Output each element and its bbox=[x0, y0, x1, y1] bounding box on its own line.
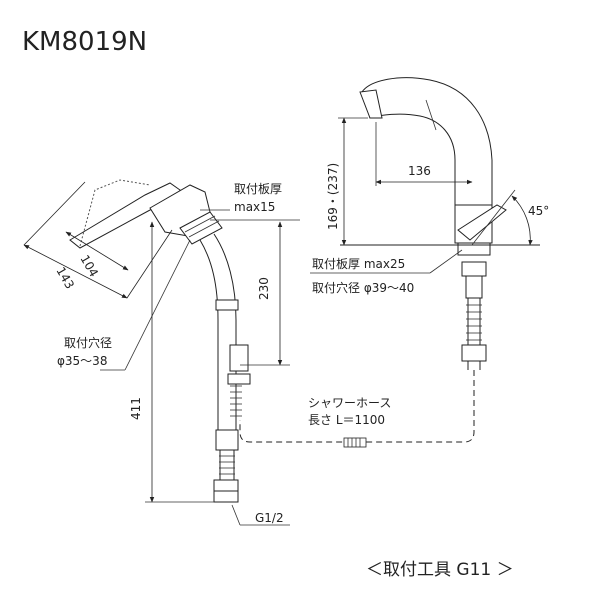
dim-104-label: 104 bbox=[77, 253, 101, 280]
dim-411-label: 411 bbox=[129, 397, 143, 420]
angle-label: 45° bbox=[528, 204, 549, 218]
lever-raised-outline bbox=[79, 179, 151, 247]
supply-pipe-right bbox=[213, 233, 237, 430]
left-hole-value: φ35～38 bbox=[57, 354, 107, 368]
pipe-fitting-3 bbox=[227, 373, 251, 385]
hose-connector-right bbox=[461, 344, 487, 362]
dim-143-label: 143 bbox=[53, 265, 77, 292]
tool-note: ＜取付工具 G11 ＞ bbox=[366, 560, 514, 580]
shower-head-face bbox=[359, 89, 383, 119]
threaded-shank bbox=[465, 275, 483, 299]
pipe-fitting-4 bbox=[215, 429, 239, 451]
pull-out-spout bbox=[361, 77, 493, 206]
hose-break-symbol bbox=[343, 437, 367, 448]
right-faucet-view: 169・(237) 136 45° 取付板厚 max25 取付穴径 φ39～40 bbox=[310, 77, 549, 370]
lever-right bbox=[457, 204, 507, 241]
right-hole-label: 取付穴径 φ39～40 bbox=[312, 280, 414, 295]
mounting-nut-right bbox=[461, 261, 487, 277]
pipe-fitting-1 bbox=[215, 299, 239, 311]
left-plate-value: max15 bbox=[234, 200, 275, 214]
left-faucet-view: 104 143 取付板厚 max15 取付穴径 φ35～38 230 411 G… bbox=[23, 179, 300, 526]
hose-length: 長さ L＝1100 bbox=[308, 413, 385, 427]
shower-hose: シャワーホース 長さ L＝1100 bbox=[239, 370, 475, 448]
connection-label: G1/2 bbox=[255, 511, 284, 525]
left-plate-label: 取付板厚 bbox=[234, 182, 282, 196]
left-hole-label: 取付穴径 bbox=[64, 335, 112, 350]
dim-230-label: 230 bbox=[257, 277, 271, 300]
dim-height-label: 169・(237) bbox=[326, 163, 340, 230]
dim-136-label: 136 bbox=[408, 164, 431, 178]
supply-pipe-left bbox=[199, 239, 219, 430]
pipe-fitting-2 bbox=[229, 344, 249, 372]
model-title: KM8019N bbox=[22, 27, 147, 57]
right-plate-label: 取付板厚 max25 bbox=[312, 257, 405, 271]
hose-name: シャワーホース bbox=[308, 396, 391, 410]
